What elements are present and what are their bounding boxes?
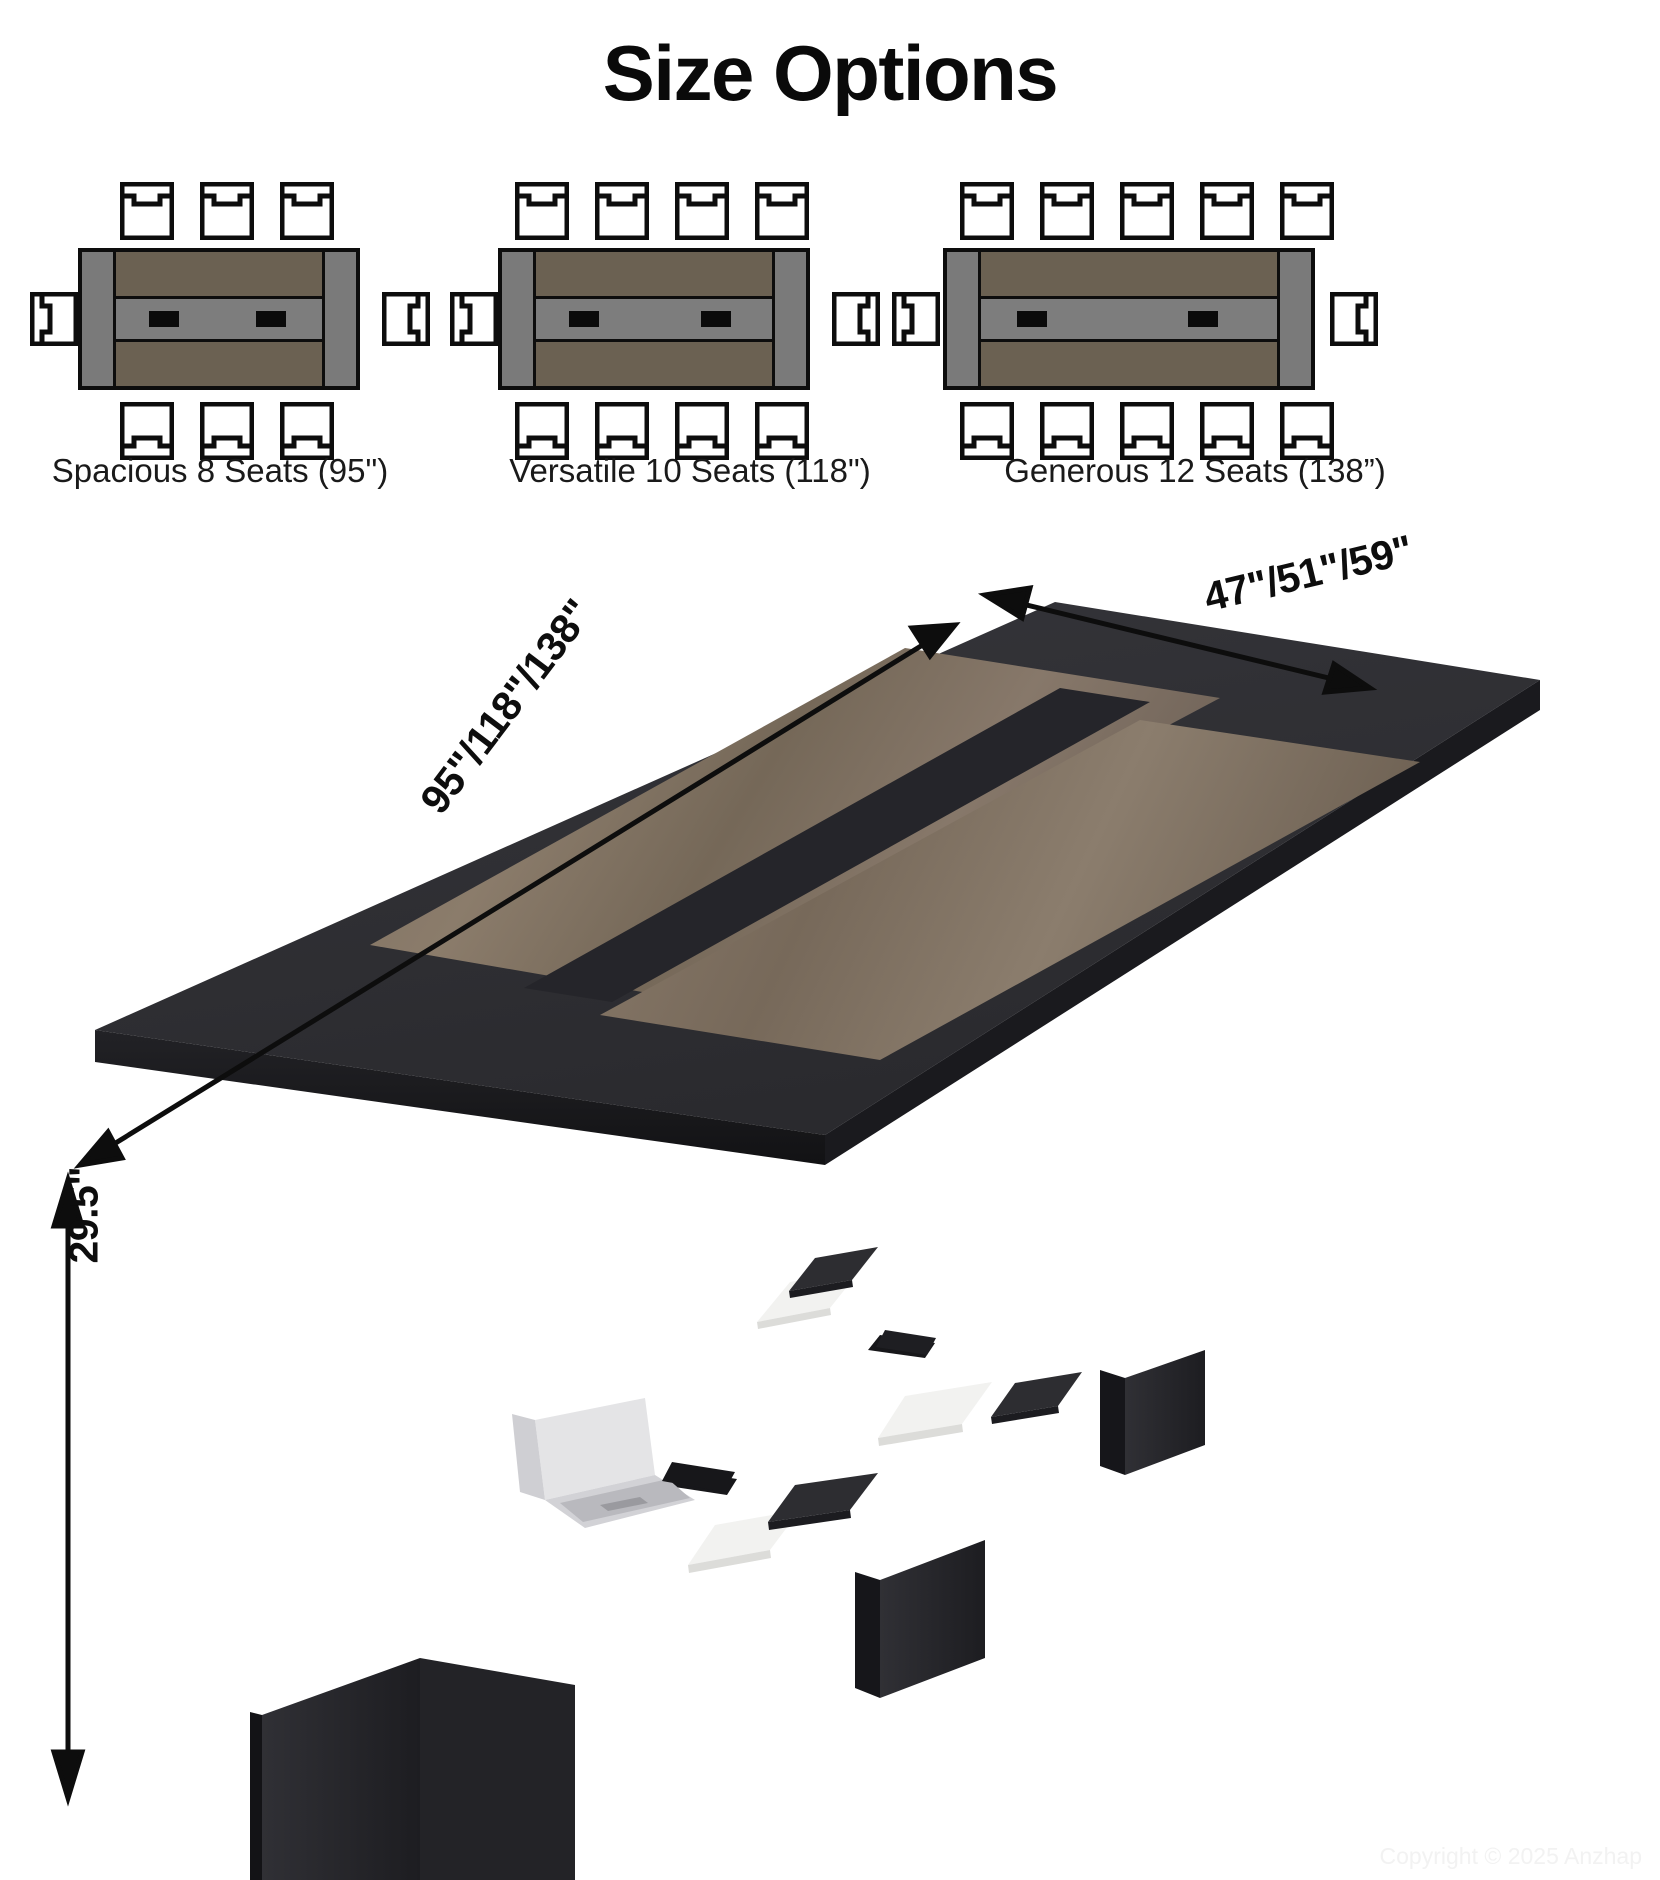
chair-icon xyxy=(595,402,649,460)
chair-icon xyxy=(1120,402,1174,460)
document-pad xyxy=(878,1382,992,1446)
table-center-strip xyxy=(981,299,1277,339)
table-wood-panel xyxy=(536,339,772,386)
table-end-cap-left xyxy=(947,252,981,386)
notebook xyxy=(991,1372,1082,1424)
chair-icon xyxy=(1280,402,1334,460)
chair-icon xyxy=(1040,402,1094,460)
power-module xyxy=(662,1462,735,1492)
table-wood-panel xyxy=(981,252,1277,299)
notebook xyxy=(768,1473,878,1530)
size-option-caption: Versatile 10 Seats (118") xyxy=(509,452,871,489)
tablet xyxy=(876,1330,936,1355)
power-outlet-icon xyxy=(148,311,179,327)
page-title: Size Options xyxy=(602,29,1059,117)
chair-icon xyxy=(382,292,430,346)
chair-icon xyxy=(450,292,498,346)
table-top-view xyxy=(498,248,810,390)
table-top-view xyxy=(78,248,360,390)
table-top-view xyxy=(943,248,1315,390)
chair-icon xyxy=(120,402,174,460)
table-end-cap-right xyxy=(772,252,806,386)
table-wood-panel xyxy=(116,252,322,299)
notebook xyxy=(789,1247,878,1298)
chair-icon xyxy=(755,402,809,460)
laptop xyxy=(512,1398,695,1528)
chair-icon xyxy=(280,402,334,460)
size-options-plan-row: Spacious 8 Seats (95") xyxy=(0,170,1660,500)
power-outlet-icon xyxy=(256,311,287,327)
chair-icon xyxy=(675,182,729,240)
chair-icon xyxy=(515,182,569,240)
size-option-12-seat[interactable]: Generous 12 Seats (138”) xyxy=(892,170,1460,500)
power-outlet-icon xyxy=(701,311,732,327)
chair-icon xyxy=(200,402,254,460)
table-leg-right xyxy=(1100,1350,1205,1475)
table-end-cap-left xyxy=(502,252,536,386)
chair-icon xyxy=(960,182,1014,240)
conference-table-3d-render: 47"/51"/59" 95"/118"/138" 29.5" xyxy=(0,526,1660,1880)
chair-icon xyxy=(1120,182,1174,240)
chair-icon xyxy=(1200,402,1254,460)
table-leg-center xyxy=(855,1540,985,1698)
chair-icon xyxy=(1200,182,1254,240)
power-outlet-icon xyxy=(1188,311,1219,327)
chair-icon xyxy=(960,402,1014,460)
render-illustration xyxy=(50,584,1540,1880)
chair-icon xyxy=(755,182,809,240)
chair-icon xyxy=(675,402,729,460)
table-wood-panel xyxy=(116,339,322,386)
power-outlet-icon xyxy=(1016,311,1047,327)
chair-icon xyxy=(892,292,940,346)
chair-icon xyxy=(30,292,78,346)
table-center-strip xyxy=(536,299,772,339)
chair-icon xyxy=(1330,292,1378,346)
chair-icon xyxy=(120,182,174,240)
table-end-cap-right xyxy=(322,252,356,386)
table-leg-left xyxy=(250,1658,575,1880)
dimension-label-height: 29.5" xyxy=(60,1166,107,1264)
table-end-cap-left xyxy=(82,252,116,386)
power-outlet-icon xyxy=(569,311,600,327)
size-option-10-seat[interactable]: Versatile 10 Seats (118") xyxy=(450,170,925,500)
table-center-channel xyxy=(524,688,1150,1002)
dimension-line-height xyxy=(50,1171,86,1807)
table-wood-panel xyxy=(536,252,772,299)
dimension-line-width xyxy=(977,584,1378,695)
chair-icon xyxy=(280,182,334,240)
table-wood-inlay-secondary xyxy=(600,720,1420,1060)
chair-icon xyxy=(595,182,649,240)
size-option-caption: Spacious 8 Seats (95") xyxy=(51,452,389,489)
table-end-cap-right xyxy=(1277,252,1311,386)
size-option-caption: Generous 12 Seats (138”) xyxy=(1004,452,1386,489)
chair-icon xyxy=(200,182,254,240)
chair-icon xyxy=(515,402,569,460)
chair-icon xyxy=(832,292,880,346)
dimension-line-length xyxy=(73,622,961,1169)
table-center-strip xyxy=(116,299,322,339)
chair-icon xyxy=(1040,182,1094,240)
copyright-watermark: Copyright © 2025 Anzhap xyxy=(1379,1843,1642,1869)
size-option-8-seat[interactable]: Spacious 8 Seats (95") xyxy=(10,170,430,500)
table-wood-panel xyxy=(981,339,1277,386)
chair-icon xyxy=(1280,182,1334,240)
